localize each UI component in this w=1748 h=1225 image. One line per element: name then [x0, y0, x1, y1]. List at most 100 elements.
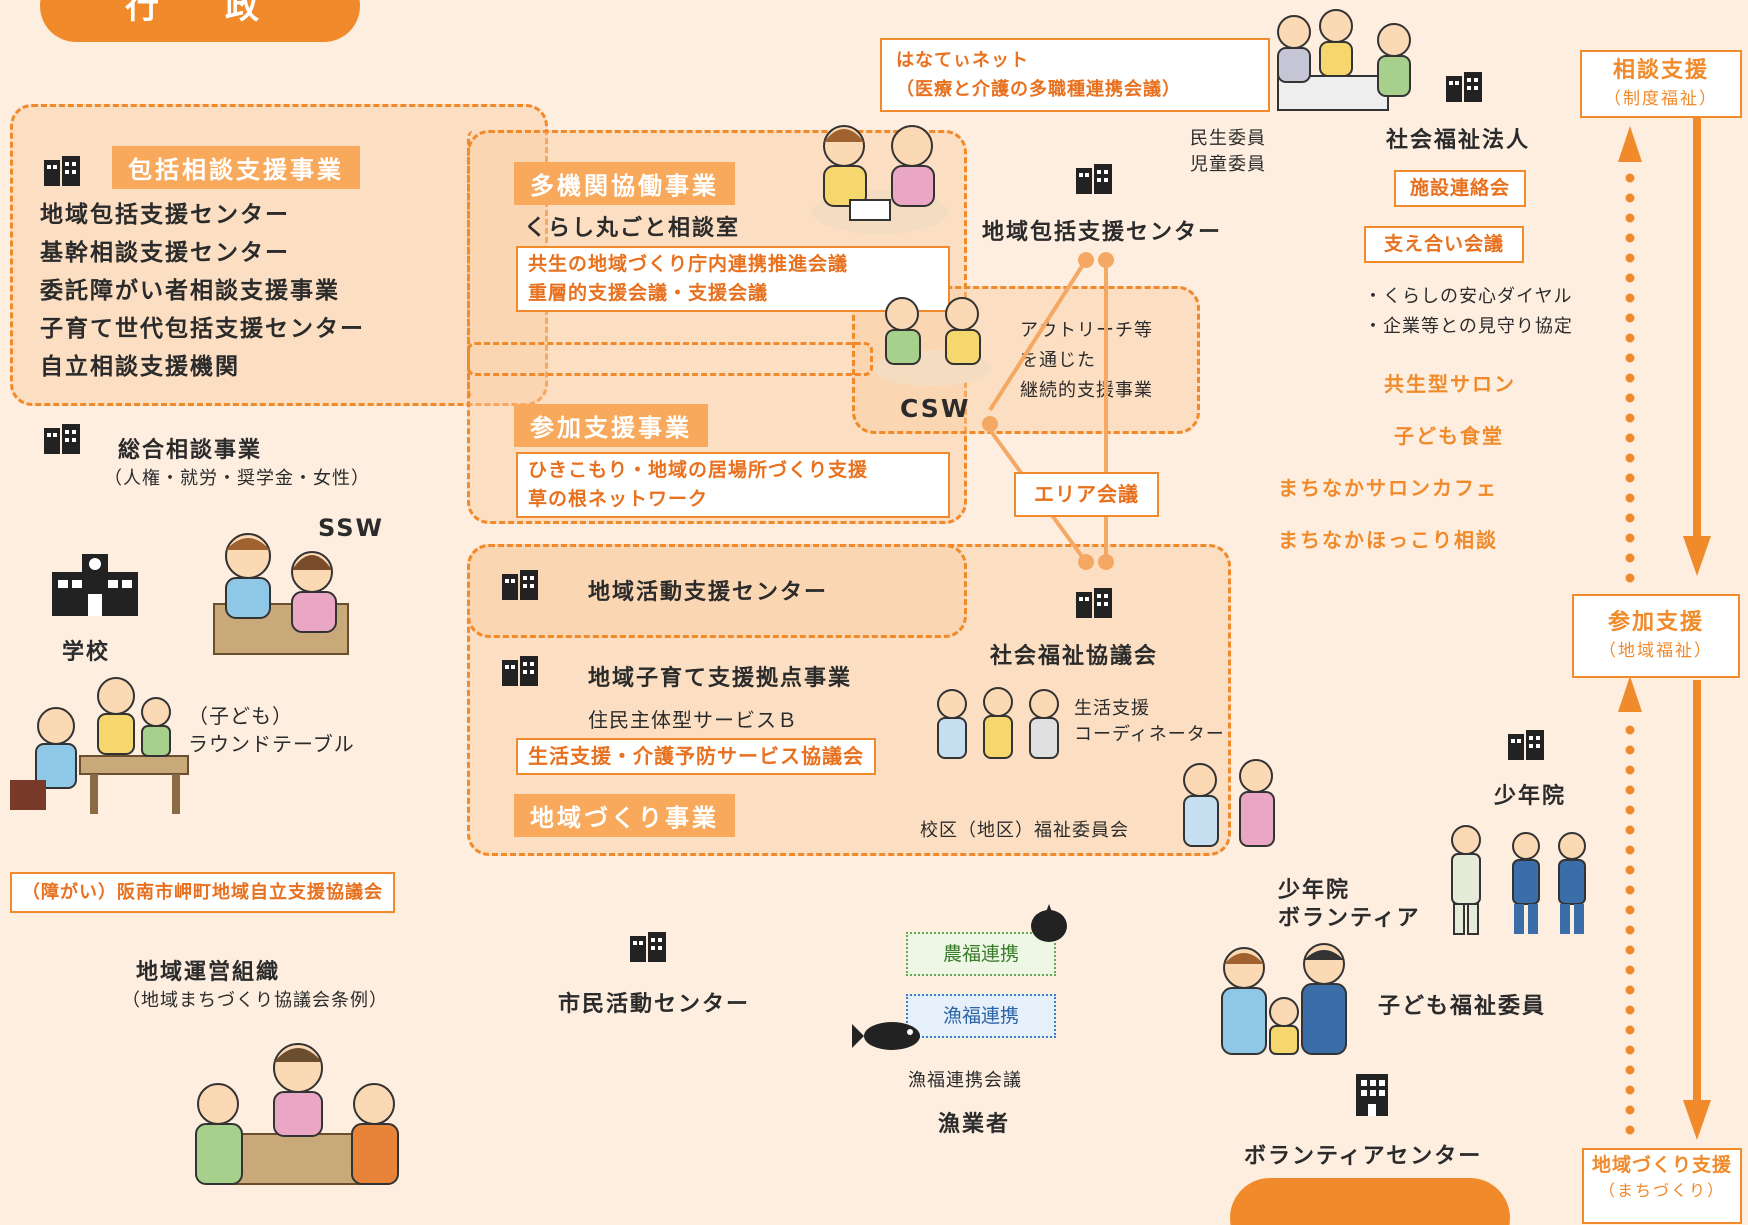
nofuku-box: 農福連携 — [906, 932, 1056, 976]
side-chiiki-sub: （まちづくり） — [1598, 1181, 1725, 1200]
katsudo-dashed-box — [467, 544, 967, 638]
onion-icon — [1031, 904, 1067, 942]
hanatey-line2: （医療と介護の多職種連携会議） — [896, 79, 1181, 100]
side-sanka-main: 参加支援 — [1607, 610, 1704, 635]
family-illustration — [1221, 943, 1347, 1055]
sasaeai-box: 支え合い会議 — [1364, 226, 1525, 263]
hojin-label: 社会福祉法人 — [1386, 128, 1531, 153]
shonenin-people-illustration — [1451, 825, 1586, 935]
school-label: 学校 — [62, 640, 111, 665]
building-icon — [630, 932, 666, 962]
building-icon — [502, 570, 538, 600]
gyofuku-kaigi-label: 漁福連携会議 — [908, 1070, 1022, 1091]
meeting-illustration — [195, 1043, 399, 1185]
shonenin-label: 少年院 — [1494, 784, 1567, 809]
jiritsu-kyogikai-box: （障がい）阪南市岬町地域自立支援協議会 — [10, 872, 395, 913]
hanatey-people-illustration — [1277, 9, 1411, 111]
seikatsu-kyogikai-box: 生活支援・介護予防サービス協議会 — [516, 738, 876, 775]
unei-title: 地域運営組織 — [136, 960, 281, 985]
building-icon — [44, 156, 80, 186]
kodomo-fukushi-label: 子ども福祉委員 — [1378, 994, 1547, 1019]
hanatey-box: はなてぃネット （医療と介護の多職種連携会議） — [880, 38, 1270, 112]
list-item: 基幹相談支援センター — [40, 240, 290, 266]
side-soudan-sub: （制度福祉） — [1604, 89, 1718, 109]
sanka-tag: 参加支援事業 — [514, 404, 708, 447]
roundtable-illustration — [10, 677, 189, 814]
link-dashed-vertical — [467, 130, 540, 398]
houkatsu-center-label: 地域包括支援センター — [982, 220, 1223, 245]
kouku-people-illustration — [1183, 759, 1275, 847]
jumin-label: 住民主体型サービスＢ — [588, 708, 798, 732]
sogo-title: 総合相談事業 — [118, 438, 263, 463]
building-icon — [1076, 588, 1112, 618]
side-soudan-main: 相談支援 — [1612, 58, 1709, 83]
unei-sub: （地域まちづくり協議会条例） — [122, 990, 388, 1011]
kurashi-label: くらし丸ごと相談室 — [524, 216, 741, 241]
list-item: 委託障がい者相談支援事業 — [40, 278, 340, 304]
mimamori-label: ・企業等との見守り協定 — [1364, 316, 1573, 337]
csw-label: CSW — [900, 394, 971, 423]
ssw-label: SSW — [318, 514, 384, 542]
roundtable-line1: （子ども） — [188, 704, 293, 728]
outreach-line2: を通じた — [1020, 350, 1096, 371]
vol-center-label: ボランティアセンター — [1244, 1144, 1483, 1169]
building-icon — [1076, 164, 1112, 194]
shokudo-label: 子ども食堂 — [1394, 424, 1504, 448]
shimin-center-label: 市民活動センター — [558, 992, 751, 1017]
coordinator-people-illustration — [937, 687, 1059, 759]
coordinator-line2: コーディネーター — [1074, 724, 1225, 745]
kaigi-box: 共生の地域づくり庁内連携推進会議 重層的支援会議・支援会議 — [516, 246, 950, 312]
list-item: 子育て世代包括支援センター — [40, 316, 365, 342]
bottom-pill — [1230, 1178, 1510, 1225]
list-item: 自立相談支援機関 — [40, 354, 240, 380]
minsei-line2: 児童委員 — [1190, 154, 1266, 175]
school-icon — [52, 554, 138, 616]
area-kaigi-box: エリア会議 — [1014, 472, 1159, 517]
outreach-line1: アウトリーチ等 — [1020, 320, 1153, 341]
ssw-people-illustration — [213, 533, 349, 655]
building-icon — [1508, 730, 1544, 760]
building-icon — [44, 424, 80, 454]
building-icon — [1446, 72, 1482, 102]
chiiki-tag: 地域づくり事業 — [514, 794, 735, 837]
side-sanka-box: 参加支援 （地域福祉） — [1572, 594, 1740, 678]
side-chiiki-main: 地域づくり支援 — [1591, 1154, 1732, 1176]
kaigi-line1: 共生の地域づくり庁内連携推進会議 — [528, 253, 849, 275]
list-item: 地域包括支援センター — [40, 202, 290, 228]
kosodate-label: 地域子育て支援拠点事業 — [588, 666, 853, 691]
page-title: 行 政 — [40, 0, 360, 42]
shakyo-label: 社会福祉協議会 — [990, 644, 1159, 669]
shonenin-vol-line2: ボランティア — [1278, 906, 1421, 931]
cafe-label: まちなかサロンカフェ — [1278, 476, 1498, 500]
hikikomori-line2: 草の根ネットワーク — [528, 488, 709, 510]
tajuu-tag: 多機関協働事業 — [514, 162, 735, 205]
salon-label: 共生型サロン — [1384, 372, 1516, 396]
side-chiiki-box: 地域づくり支援 （まちづくり） — [1582, 1148, 1742, 1224]
side-sanka-sub: （地域福祉） — [1599, 641, 1713, 661]
side-soudan-box: 相談支援 （制度福祉） — [1580, 50, 1742, 118]
building-icon — [502, 656, 538, 686]
gyogyosha-label: 漁業者 — [938, 1112, 1011, 1137]
consultation-illustration — [812, 125, 948, 234]
katsudo-label: 地域活動支援センター — [588, 580, 829, 605]
minsei-line1: 民生委員 — [1190, 128, 1266, 149]
coordinator-line1: 生活支援 — [1074, 698, 1150, 719]
outreach-line3: 継続的支援事業 — [1020, 380, 1153, 401]
shisetsu-box: 施設連絡会 — [1394, 170, 1527, 207]
hanatey-line1: はなてぃネット — [896, 50, 1029, 71]
volunteer-center-icon — [1356, 1074, 1388, 1116]
houkatsu-soudan-tag: 包括相談支援事業 — [112, 146, 360, 189]
roundtable-line2: ラウンドテーブル — [188, 732, 355, 756]
hikikomori-line1: ひきこもり・地域の居場所づくり支援 — [528, 459, 869, 481]
kouku-label: 校区（地区）福祉委員会 — [920, 820, 1129, 841]
shonenin-vol-line1: 少年院 — [1278, 878, 1351, 903]
fish-icon — [852, 1022, 920, 1050]
kaigi-line2: 重層的支援会議・支援会議 — [528, 282, 769, 304]
hikikomori-box: ひきこもり・地域の居場所づくり支援 草の根ネットワーク — [516, 452, 950, 518]
dial-label: ・くらしの安心ダイヤル — [1364, 286, 1573, 307]
sogo-sub: （人権・就労・奨学金・女性） — [104, 468, 370, 489]
csw-illustration — [874, 297, 990, 386]
